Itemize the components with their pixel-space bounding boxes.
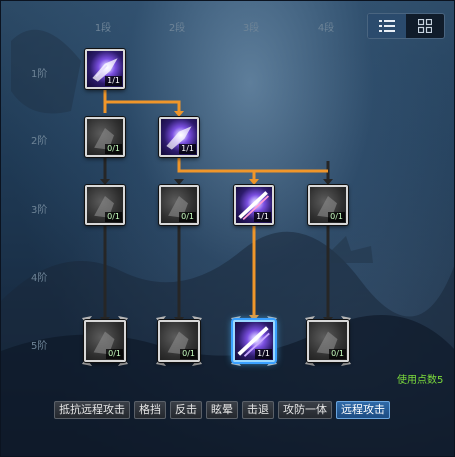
locked-skill-icon [93, 331, 115, 355]
row-label-3: 3阶 [31, 205, 48, 216]
row-label-4: 4阶 [31, 273, 48, 284]
skill-node[interactable]: 0/1 [307, 320, 349, 362]
locked-skill-icon [167, 331, 189, 355]
tab-knockback[interactable]: 击退 [242, 401, 274, 419]
ranged-attack-skill-icon [166, 126, 192, 150]
skill-level-counter: 0/1 [106, 349, 123, 359]
locked-skill-icon [316, 331, 338, 355]
skill-level-counter: 1/1 [254, 212, 271, 222]
ranged-attack-skill-icon [238, 191, 270, 221]
skill-level-counter: 0/1 [105, 212, 122, 222]
list-view-button[interactable] [368, 14, 406, 38]
skill-level-counter: 0/1 [179, 212, 196, 222]
column-label-2: 2段 [168, 23, 186, 34]
skill-node-selected[interactable]: 1/1 [233, 320, 275, 362]
row-label-2: 2阶 [31, 136, 48, 147]
row-label-5: 5阶 [31, 341, 48, 352]
skill-node[interactable]: 0/1 [85, 117, 125, 157]
tab-stun[interactable]: 眩晕 [206, 401, 238, 419]
skill-level-counter: 0/1 [328, 212, 345, 222]
view-toggle [367, 13, 445, 39]
grid-icon [418, 19, 432, 33]
skill-level-counter: 0/1 [180, 349, 197, 359]
skill-node[interactable]: 0/1 [158, 320, 200, 362]
skill-level-counter: 0/1 [105, 144, 122, 154]
skill-node[interactable]: 0/1 [159, 185, 199, 225]
tab-resist-ranged[interactable]: 抵抗远程攻击 [54, 401, 130, 419]
tab-ranged-attack[interactable]: 远程攻击 [336, 401, 390, 419]
column-label-3: 3段 [242, 23, 260, 34]
points-used-label: 使用点数5 [397, 375, 444, 386]
skill-node[interactable]: 1/1 [234, 185, 274, 225]
ranged-attack-skill-icon [92, 58, 118, 82]
skill-level-counter: 1/1 [179, 144, 196, 154]
list-icon [379, 20, 395, 32]
row-label-1: 1阶 [31, 69, 48, 80]
skill-node[interactable]: 0/1 [308, 185, 348, 225]
skill-level-counter: 0/1 [329, 349, 346, 359]
ranged-attack-skill-icon [237, 326, 270, 357]
skill-category-tabs: 抵抗远程攻击 格挡 反击 眩晕 击退 攻防一体 远程攻击 [54, 401, 390, 419]
skill-node[interactable]: 0/1 [85, 185, 125, 225]
skill-level-counter: 1/1 [255, 349, 272, 359]
tab-attack-defense[interactable]: 攻防一体 [278, 401, 332, 419]
skill-node[interactable]: 0/1 [84, 320, 126, 362]
skill-node[interactable]: 1/1 [159, 117, 199, 157]
tab-block[interactable]: 格挡 [134, 401, 166, 419]
tab-counter[interactable]: 反击 [170, 401, 202, 419]
column-label-4: 4段 [317, 23, 335, 34]
skill-node[interactable]: 1/1 [85, 49, 125, 89]
skill-level-counter: 1/1 [105, 76, 122, 86]
column-label-1: 1段 [94, 23, 112, 34]
grid-view-button[interactable] [406, 14, 444, 38]
